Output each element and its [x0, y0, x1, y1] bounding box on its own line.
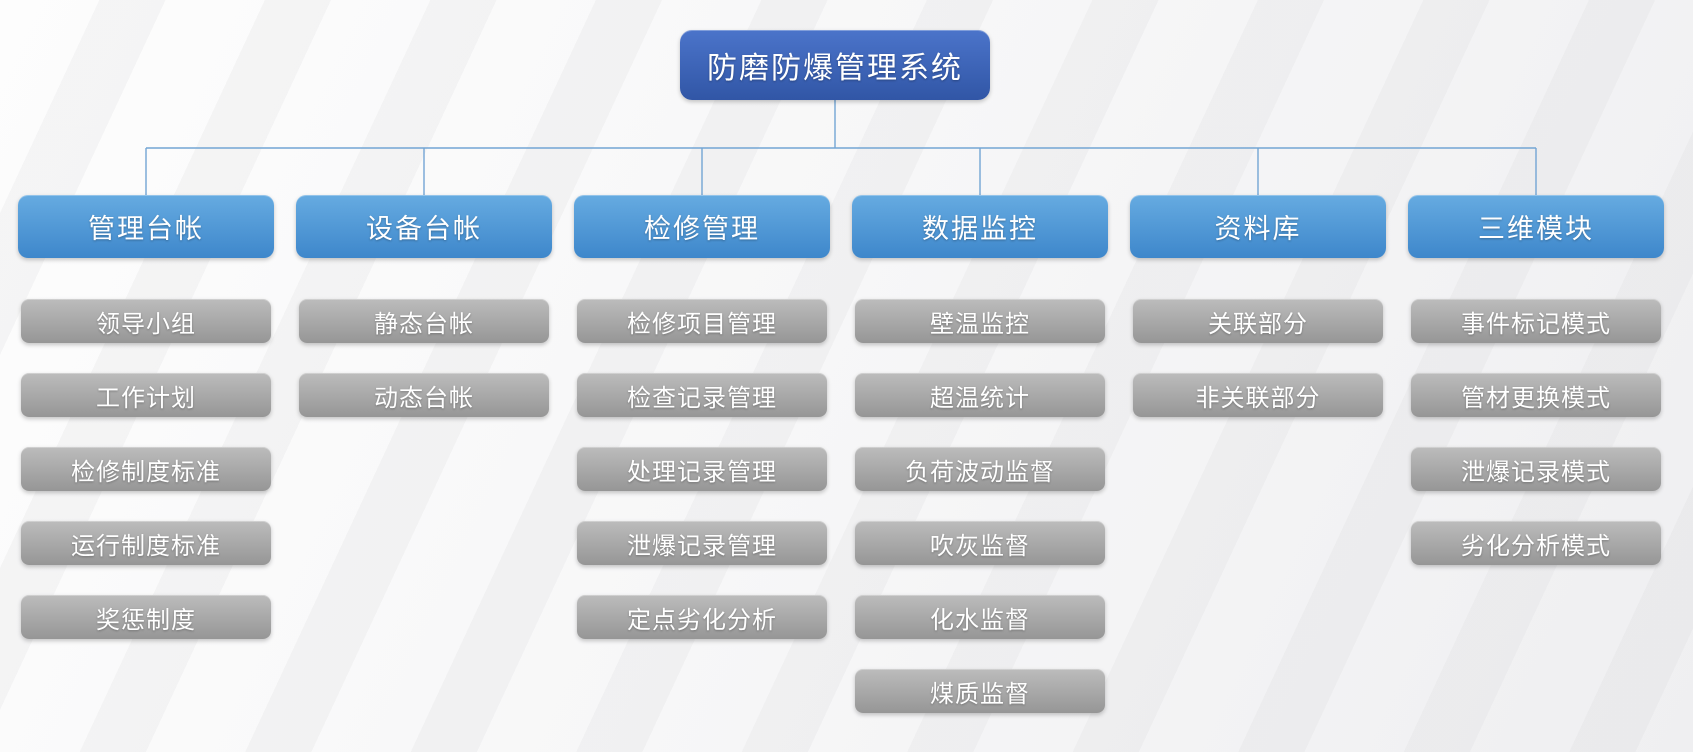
child-node: 泄爆记录管理 [577, 521, 827, 565]
child-node-label: 煤质监督 [930, 680, 1030, 708]
branch-node: 设备台帐 [296, 195, 552, 258]
branch-node-label: 三维模块 [1478, 214, 1594, 244]
branch-node-label: 资料库 [1214, 214, 1302, 244]
child-node-label: 检查记录管理 [627, 384, 777, 412]
root-node-label: 防磨防爆管理系统 [707, 52, 963, 85]
child-node-label: 非关联部分 [1195, 384, 1321, 412]
child-node-label: 定点劣化分析 [627, 606, 777, 634]
branch-node-label: 检修管理 [644, 214, 760, 244]
branch-column: 三维模块事件标记模式管材更换模式泄爆记录模式劣化分析模式 [1408, 195, 1664, 595]
branch-node-label: 数据监控 [922, 214, 1038, 244]
branch-node: 三维模块 [1408, 195, 1664, 258]
child-node: 领导小组 [21, 299, 271, 343]
branch-node: 资料库 [1130, 195, 1386, 258]
child-node: 静态台帐 [299, 299, 549, 343]
child-node: 工作计划 [21, 373, 271, 417]
child-node-label: 领导小组 [96, 310, 196, 338]
child-node-label: 事件标记模式 [1461, 310, 1611, 338]
child-node-label: 泄爆记录模式 [1461, 458, 1611, 486]
branch-node: 管理台帐 [18, 195, 274, 258]
child-node: 吹灰监督 [855, 521, 1105, 565]
child-node-label: 运行制度标准 [71, 532, 221, 560]
child-node: 管材更换模式 [1411, 373, 1661, 417]
branch-column: 设备台帐静态台帐动态台帐 [296, 195, 552, 447]
child-node-label: 吹灰监督 [930, 532, 1030, 560]
child-node: 运行制度标准 [21, 521, 271, 565]
child-node-label: 奖惩制度 [96, 606, 196, 634]
child-node-label: 检修项目管理 [627, 310, 777, 338]
child-node-label: 壁温监控 [930, 310, 1030, 338]
child-node: 负荷波动监督 [855, 447, 1105, 491]
child-node: 煤质监督 [855, 669, 1105, 713]
child-node-label: 检修制度标准 [71, 458, 221, 486]
child-node: 检修项目管理 [577, 299, 827, 343]
child-node-label: 动态台帐 [374, 384, 474, 412]
child-node-label: 负荷波动监督 [905, 458, 1055, 486]
child-node-label: 管材更换模式 [1461, 384, 1611, 412]
branch-node-label: 设备台帐 [366, 214, 482, 244]
child-node-label: 关联部分 [1208, 310, 1308, 338]
child-node-label: 化水监督 [930, 606, 1030, 634]
root-node: 防磨防爆管理系统 [680, 30, 990, 100]
child-node: 化水监督 [855, 595, 1105, 639]
branch-column: 资料库关联部分非关联部分 [1130, 195, 1386, 447]
branch-node-label: 管理台帐 [88, 214, 204, 244]
child-node: 关联部分 [1133, 299, 1383, 343]
branch-column: 管理台帐领导小组工作计划检修制度标准运行制度标准奖惩制度 [18, 195, 274, 669]
child-node: 动态台帐 [299, 373, 549, 417]
child-node-label: 静态台帐 [374, 310, 474, 338]
child-node-label: 处理记录管理 [627, 458, 777, 486]
child-node-label: 劣化分析模式 [1461, 532, 1611, 560]
child-node: 事件标记模式 [1411, 299, 1661, 343]
branch-column: 检修管理检修项目管理检查记录管理处理记录管理泄爆记录管理定点劣化分析 [574, 195, 830, 669]
child-node: 奖惩制度 [21, 595, 271, 639]
child-node: 泄爆记录模式 [1411, 447, 1661, 491]
child-node: 劣化分析模式 [1411, 521, 1661, 565]
branch-node: 数据监控 [852, 195, 1108, 258]
child-node: 壁温监控 [855, 299, 1105, 343]
branch-column: 数据监控壁温监控超温统计负荷波动监督吹灰监督化水监督煤质监督 [852, 195, 1108, 743]
child-node-label: 工作计划 [96, 384, 196, 412]
child-node: 检修制度标准 [21, 447, 271, 491]
child-node-label: 泄爆记录管理 [627, 532, 777, 560]
child-node: 检查记录管理 [577, 373, 827, 417]
child-node-label: 超温统计 [930, 384, 1030, 412]
child-node: 处理记录管理 [577, 447, 827, 491]
child-node: 非关联部分 [1133, 373, 1383, 417]
branch-node: 检修管理 [574, 195, 830, 258]
child-node: 定点劣化分析 [577, 595, 827, 639]
child-node: 超温统计 [855, 373, 1105, 417]
branch-columns: 管理台帐领导小组工作计划检修制度标准运行制度标准奖惩制度设备台帐静态台帐动态台帐… [18, 195, 1664, 743]
